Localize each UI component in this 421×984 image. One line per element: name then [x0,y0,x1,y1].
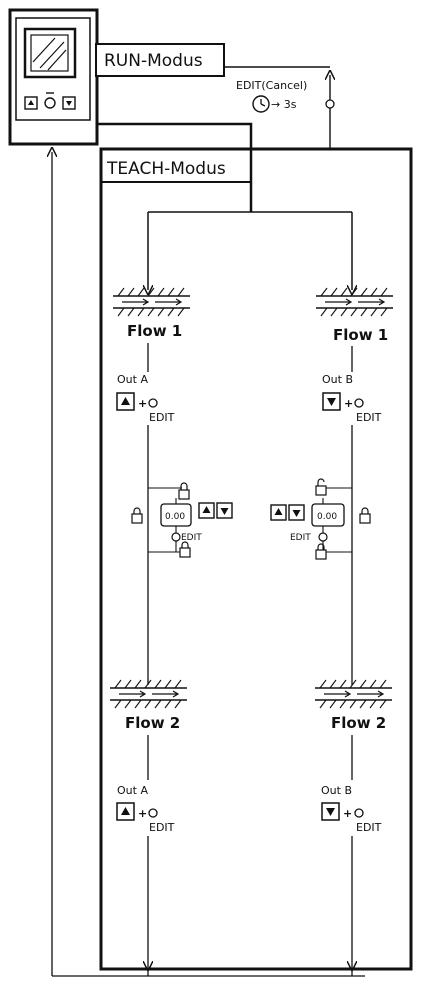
lock-icon [315,543,327,560]
left-edit1-label: EDIT [149,411,175,424]
teach-mode-header: TEACH-Modus [101,149,252,183]
down-button-icon [322,392,341,411]
left-flow2-label: Flow 2 [125,714,180,732]
timer-label: → 3s [271,98,297,111]
up-button-icon [198,502,215,519]
pipe-flow-icon [110,679,187,709]
left-branch: Flow 1 Out A + EDIT 0.00 [110,287,233,966]
lock-icon [179,541,191,558]
right-adjust-loop: 0.00 EDIT [270,478,371,560]
pipe-flow-icon [315,679,392,709]
down-button-icon [216,502,233,519]
right-out1-label: Out B [322,373,353,386]
unlock-icon [315,478,327,496]
edit-button-icon [354,808,364,818]
edit-button-icon [354,398,364,408]
run-mode-label: RUN-Modus [104,51,203,71]
edit-button-icon [148,808,158,818]
left-edit-mid-label: EDIT [181,533,202,543]
left-edit2-label: EDIT [149,821,175,834]
up-button-icon [116,802,135,821]
down-button-icon [288,504,305,521]
down-button-icon [321,802,340,821]
display-icon [23,27,77,79]
right-edit1-label: EDIT [356,411,382,424]
pipe-flow-icon [113,287,190,317]
right-display-value: 0.00 [317,512,337,522]
left-out2-label: Out A [117,784,148,797]
svg-text:+: + [138,397,147,410]
up-button-icon [24,96,38,110]
edit-button-icon [171,532,181,542]
edit-cancel-return: EDIT(Cancel) → 3s [224,66,334,149]
run-mode-box: RUN-Modus [95,43,225,77]
up-button-icon [116,392,135,411]
left-value-display [160,503,192,527]
right-edit-mid-label: EDIT [290,533,311,543]
right-flow2-label: Flow 2 [331,714,386,732]
left-display-value: 0.00 [165,512,185,522]
left-flow1-label: Flow 1 [127,322,182,340]
device-to-teach-line [97,122,253,212]
right-flow1-label: Flow 1 [333,326,388,344]
lock-icon [359,507,371,524]
edit-button-icon [318,532,328,542]
right-out2-label: Out B [321,784,352,797]
right-value-display [311,503,345,527]
svg-text:+: + [343,807,352,820]
up-button-icon [270,504,287,521]
right-edit2-label: EDIT [356,821,382,834]
svg-text:+: + [138,807,147,820]
svg-text:+: + [344,397,353,410]
teach-mode-container [99,147,413,971]
edit-button-icon [148,398,158,408]
edit-cancel-label: EDIT(Cancel) [236,79,307,92]
edit-button-icon [44,92,56,109]
device-unit [8,8,99,146]
teach-mode-label: TEACH-Modus [106,159,226,179]
left-adjust-loop: 0.00 EDIT [131,482,233,558]
feedback-loop [52,152,365,977]
left-out1-label: Out A [117,373,148,386]
pipe-flow-icon [316,287,393,317]
unlock-icon [178,482,190,500]
down-button-icon [62,96,76,110]
lock-icon [131,507,143,524]
timer-icon [252,95,270,113]
right-branch: Flow 1 Out B + EDIT [270,287,393,966]
